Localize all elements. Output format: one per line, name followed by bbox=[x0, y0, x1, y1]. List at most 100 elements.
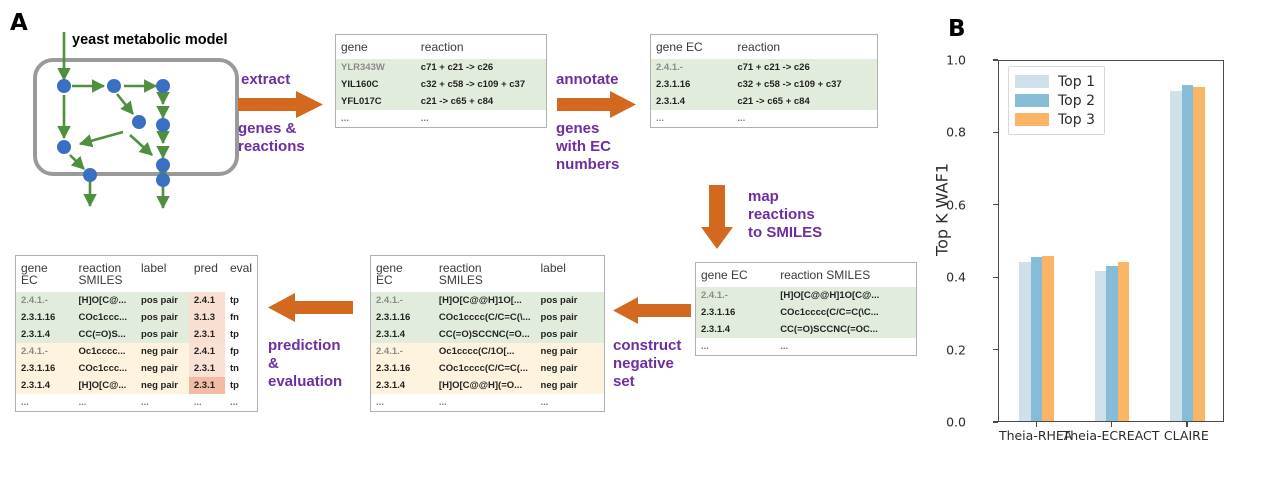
table-row: 2.4.1.-Oc1cccc(C/1O[...neg pair bbox=[371, 343, 604, 360]
col-label-line1: label bbox=[540, 261, 566, 275]
y-tick-label: 0.6 bbox=[946, 197, 966, 213]
table-row: 2.3.1.4[H]O[C@@H](=O...neg pair bbox=[371, 377, 604, 394]
y-tick-mark bbox=[993, 276, 998, 278]
y-tick-label: 1.0 bbox=[946, 52, 966, 68]
table-evaluation: gene EC reaction SMILES label pred eval bbox=[15, 255, 258, 412]
table-row: 2.3.1.4 [H]O[C@... neg pair 2.3.1 tp bbox=[16, 377, 257, 394]
step-construct-label: construct negative set bbox=[613, 337, 681, 391]
legend-swatch-top3 bbox=[1015, 113, 1049, 126]
bar-theia-ecreact-top1 bbox=[1094, 270, 1107, 421]
panel-a-letter: A bbox=[10, 10, 28, 36]
x-tick-mark bbox=[1111, 422, 1113, 427]
col-eval: eval bbox=[225, 256, 257, 292]
x-tick-label: Theia-RHEA bbox=[998, 428, 1073, 443]
step-map-label: map reactions to SMILES bbox=[748, 188, 822, 242]
legend-swatch-top1 bbox=[1015, 75, 1049, 88]
x-tick-label: CLAIRE bbox=[1163, 428, 1209, 443]
table-row: ......... bbox=[371, 394, 604, 411]
step-construct-line2: negative bbox=[613, 355, 674, 372]
right-arrow-icon bbox=[557, 90, 637, 125]
table-row: 2.4.1.-[H]O[C@@H]1O[C@... bbox=[696, 287, 916, 304]
y-tick-mark bbox=[993, 348, 998, 351]
down-arrow-icon bbox=[700, 185, 734, 255]
col-gene-ec: gene EC bbox=[371, 256, 434, 292]
col-reaction-smiles: reaction SMILES bbox=[780, 268, 871, 282]
bar-theia-ecreact-top2 bbox=[1106, 266, 1118, 421]
y-tick-label: 0.0 bbox=[946, 414, 966, 430]
chart-legend: Top 1 Top 2 Top 3 bbox=[1008, 66, 1105, 135]
step-prediction-line2: & bbox=[268, 355, 279, 372]
col-reaction: reaction bbox=[737, 40, 781, 54]
step-map-line1: map bbox=[748, 188, 779, 205]
panel-b-letter: B bbox=[948, 16, 966, 42]
legend-item: Top 2 bbox=[1015, 91, 1095, 110]
col-reaction-smiles: reaction SMILES bbox=[434, 256, 536, 292]
col-gene-ec-line1: gene bbox=[21, 261, 48, 275]
step-annotate-line3: with EC bbox=[556, 138, 611, 155]
yeast-metabolic-model-title: yeast metabolic model bbox=[72, 32, 228, 48]
y-tick-mark bbox=[993, 59, 998, 61]
table-header-row: gene reaction bbox=[336, 35, 546, 59]
col-pred-line1: pred bbox=[193, 261, 218, 275]
table-row: ...... bbox=[696, 338, 916, 355]
col-pred: pred bbox=[189, 256, 225, 292]
step-prediction-line1: prediction bbox=[268, 337, 341, 354]
bar-claire-top2 bbox=[1181, 84, 1194, 421]
step-prediction-label: prediction & evaluation bbox=[268, 337, 342, 391]
col-eval-line1: eval bbox=[229, 261, 252, 275]
step-construct-line1: construct bbox=[613, 337, 682, 354]
col-gene-ec-line2: EC bbox=[21, 273, 38, 287]
col-label: label bbox=[536, 256, 604, 292]
legend-item: Top 3 bbox=[1015, 110, 1095, 129]
table-header-row: gene EC reaction SMILES label pred eval bbox=[16, 256, 257, 292]
step-map-line3: to SMILES bbox=[748, 224, 823, 241]
col-label-line1: label bbox=[141, 261, 167, 275]
bar-theia-rhea-top3 bbox=[1042, 255, 1054, 421]
col-reaction-smiles-line1: reaction bbox=[78, 261, 122, 275]
table-header-row: gene EC reaction bbox=[651, 35, 877, 59]
table-row: 2.4.1.- Oc1cccc... neg pair 2.4.1 fp bbox=[16, 343, 257, 360]
bar-theia-rhea-top1 bbox=[1019, 261, 1031, 421]
legend-label-top1: Top 1 bbox=[1058, 73, 1095, 90]
right-arrow-icon bbox=[238, 90, 324, 125]
bar-theia-rhea-top2 bbox=[1030, 257, 1043, 421]
table-header-row: gene EC reaction SMILES label bbox=[371, 256, 604, 292]
step-annotate-line2: genes bbox=[556, 120, 600, 137]
y-tick-label: 0.4 bbox=[946, 269, 966, 285]
legend-label-top3: Top 3 bbox=[1058, 111, 1095, 128]
table-row: 2.3.1.16 COc1ccc... neg pair 2.3.1 tn bbox=[16, 360, 257, 377]
legend-label-top2: Top 2 bbox=[1058, 92, 1095, 109]
step-annotate-line4: numbers bbox=[556, 156, 620, 173]
bar-claire-top1 bbox=[1170, 90, 1182, 421]
table-row: 2.4.1.- [H]O[C@... pos pair 2.4.1 tp bbox=[16, 292, 257, 309]
col-reaction-smiles-line2: SMILES bbox=[438, 273, 483, 287]
col-label: label bbox=[136, 256, 189, 292]
table-labeled-pairs: gene EC reaction SMILES label 2.4.1.-[H]… bbox=[370, 255, 605, 412]
col-reaction-smiles-line2: SMILES bbox=[78, 273, 123, 287]
table-row: 2.3.1.4 CC(=O)S... pos pair 2.3.1 tp bbox=[16, 326, 257, 343]
table-ec-reaction: gene EC reaction 2.4.1.-c71 + c21 -> c26… bbox=[650, 34, 878, 128]
col-reaction-smiles: reaction SMILES bbox=[73, 256, 136, 292]
step-extract-label-bottom: genes & reactions bbox=[238, 120, 305, 156]
x-tick-mark bbox=[1186, 422, 1188, 427]
table-row: ... ... ... ... ... bbox=[16, 394, 257, 411]
step-extract-line2: genes & bbox=[238, 120, 297, 137]
y-tick-label: 0.2 bbox=[946, 342, 966, 358]
col-gene-ec: gene EC bbox=[701, 268, 748, 282]
step-map-line2: reactions bbox=[748, 206, 815, 223]
left-arrow-icon bbox=[613, 296, 691, 331]
y-tick-mark bbox=[993, 131, 998, 134]
col-gene-ec: gene EC bbox=[16, 256, 73, 292]
col-reaction-smiles-line1: reaction bbox=[438, 261, 482, 275]
table-row: 2.4.1.-[H]O[C@@H]1O[...pos pair bbox=[371, 292, 604, 309]
col-reaction: reaction bbox=[420, 40, 464, 54]
step-annotate-label-bottom: genes with EC numbers bbox=[556, 120, 619, 174]
